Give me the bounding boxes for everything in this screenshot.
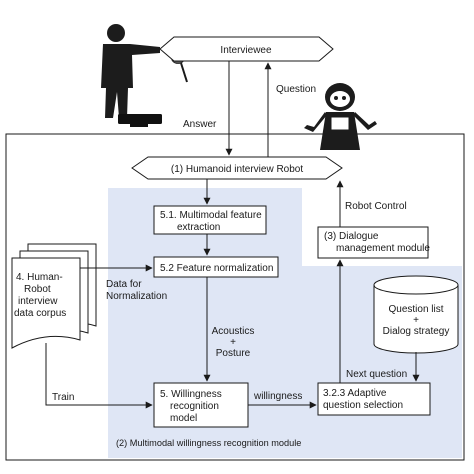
- robot-label: (1) Humanoid interview Robot: [171, 164, 304, 175]
- acoustics-line3: Posture: [216, 348, 251, 359]
- robot-figure: [304, 83, 377, 150]
- presenter-figure: [101, 24, 160, 118]
- adaptive-line1: 3.2.3 Adaptive: [323, 388, 387, 399]
- willingness-label: willingness: [253, 391, 302, 402]
- willingness-model-line1: 5. Willingness: [160, 389, 222, 400]
- corpus-line4: data corpus: [14, 308, 66, 319]
- corpus-documents: 4. Human- Robot interview data corpus: [11, 243, 97, 349]
- acoustics-line1: Acoustics: [212, 326, 255, 337]
- database-line1: Question list: [388, 304, 443, 315]
- corpus-line1: 4. Human-: [16, 272, 63, 283]
- answer-label: Answer: [183, 119, 217, 130]
- question-label: Question: [276, 84, 316, 95]
- data-normalization-line2: Normalization: [106, 291, 167, 302]
- question-database: Question list + Dialog strategy: [373, 275, 459, 354]
- train-label: Train: [52, 392, 74, 403]
- adaptive-selection-box: 3.2.3 Adaptive question selection: [317, 382, 431, 416]
- module-label: (2) Multimodal willingness recognition m…: [116, 438, 301, 448]
- database-line2: +: [413, 315, 419, 326]
- feature-normalization-box: 5.2 Feature normalization: [153, 256, 279, 278]
- arrow-corpus-to-model: [45, 343, 153, 409]
- dialogue-line1: (3) Dialogue: [324, 231, 379, 242]
- system-frame: [5, 133, 465, 461]
- willingness-model-line3: model: [170, 413, 197, 424]
- adaptive-line2: question selection: [323, 400, 403, 411]
- corpus-line2: Robot: [24, 284, 51, 295]
- robot-control-label: Robot Control: [345, 201, 407, 212]
- feature-extraction-line1: 5.1. Multimodal feature: [160, 210, 262, 221]
- dialogue-line2: management module: [336, 243, 430, 254]
- willingness-model-line2: recognition: [170, 401, 219, 412]
- interviewee-node: Interviewee: [159, 36, 334, 62]
- data-normalization-line1: Data for: [106, 279, 142, 290]
- corpus-line3: interview: [18, 296, 58, 307]
- feature-extraction-box: 5.1. Multimodal feature extraction: [153, 205, 267, 235]
- humanoid-robot-node: (1) Humanoid interview Robot: [131, 156, 343, 180]
- feature-extraction-line2: extraction: [177, 222, 220, 233]
- feature-normalization-label: 5.2 Feature normalization: [160, 263, 273, 274]
- willingness-model-box: 5. Willingness recognition model: [153, 382, 249, 428]
- next-question-label: Next question: [346, 369, 407, 380]
- database-line3: Dialog strategy: [383, 326, 450, 337]
- dialogue-management-box: (3) Dialogue management module: [317, 226, 430, 259]
- acoustics-line2: +: [230, 337, 236, 348]
- interviewee-label: Interviewee: [220, 45, 272, 56]
- camera-sensor-icon: [118, 114, 162, 127]
- flow-arrows: [45, 61, 420, 409]
